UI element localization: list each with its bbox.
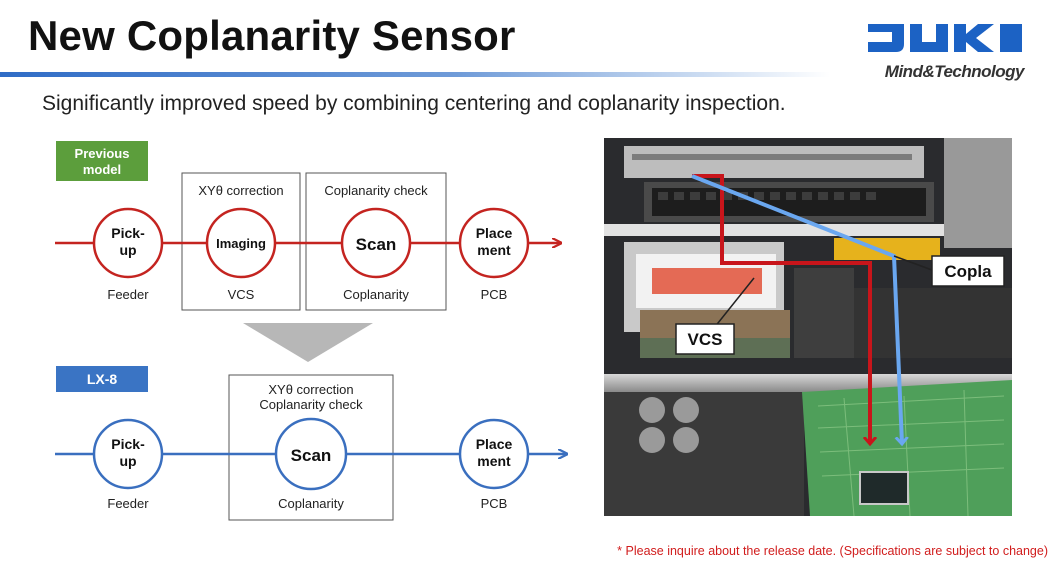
previous-step-scan-label: Coplanarity bbox=[343, 287, 409, 302]
lx8-badge-text: LX-8 bbox=[87, 371, 118, 387]
copla-label-box bbox=[931, 255, 1005, 287]
juki-logo-icon bbox=[868, 24, 1022, 52]
brand-logo: Mind&Technology bbox=[866, 24, 1025, 81]
lx8-combined-box bbox=[228, 374, 394, 521]
lx8-step-scan-label: Coplanarity bbox=[278, 496, 344, 511]
previous-xy-box bbox=[181, 172, 301, 311]
brand-tagline: Mind&Technology bbox=[884, 62, 1025, 81]
previous-copla-box bbox=[305, 172, 447, 311]
previous-step-pickup-label: Feeder bbox=[107, 287, 149, 302]
vcs-path-arrow bbox=[692, 174, 870, 444]
lx8-step-pickup-label: Feeder bbox=[107, 496, 149, 511]
previous-step-placement-label: PCB bbox=[481, 287, 508, 302]
copla-label: Copla bbox=[944, 262, 992, 281]
lx8-badge bbox=[56, 366, 148, 392]
title-underline bbox=[0, 72, 830, 77]
previous-step-pickup-line1: Pick- bbox=[111, 225, 145, 241]
previous-step-placement-line1: Place bbox=[476, 225, 513, 241]
previous-step-pickup: Pick- up bbox=[92, 207, 164, 279]
previous-step-placement: Place ment bbox=[458, 207, 530, 279]
lx8-step-scan: Scan bbox=[274, 417, 348, 491]
slide-subtitle: Significantly improved speed by combinin… bbox=[42, 92, 786, 115]
machine-photo: Copla VCS bbox=[604, 138, 1012, 516]
previous-badge-line1: Previous bbox=[75, 146, 130, 161]
lx8-step-placement-line2: ment bbox=[477, 453, 511, 469]
lx8-step-placement-label: PCB bbox=[481, 496, 508, 511]
process-flow-diagram: Previous model XYθ correction Coplanarit… bbox=[55, 141, 600, 521]
previous-step-placement-line2: ment bbox=[477, 242, 511, 258]
lx8-step-scan-text: Scan bbox=[291, 446, 332, 465]
previous-step-pickup-line2: up bbox=[119, 242, 136, 258]
previous-step-scan-text: Scan bbox=[356, 235, 397, 254]
lx8-step-pickup-line2: up bbox=[119, 453, 136, 469]
previous-step-imaging-text: Imaging bbox=[216, 236, 266, 251]
previous-step-imaging: Imaging bbox=[205, 207, 277, 279]
previous-box1-title: XYθ correction bbox=[198, 183, 283, 198]
lx8-step-placement: Place ment bbox=[458, 418, 530, 490]
previous-model-badge bbox=[56, 141, 148, 181]
lx8-box-title-line1: XYθ correction bbox=[268, 382, 353, 397]
vcs-label-box bbox=[675, 323, 735, 355]
previous-step-scan: Scan bbox=[340, 207, 412, 279]
lx8-step-pickup-line1: Pick- bbox=[111, 436, 145, 452]
lx8-step-pickup: Pick- up bbox=[92, 418, 164, 490]
previous-badge-line2: model bbox=[83, 162, 121, 177]
previous-step-imaging-label: VCS bbox=[228, 287, 255, 302]
slide-title: New Coplanarity Sensor bbox=[28, 12, 516, 59]
lx8-step-placement-line1: Place bbox=[476, 436, 513, 452]
previous-box2-title: Coplanarity check bbox=[324, 183, 428, 198]
transition-arrow-icon bbox=[243, 323, 373, 362]
lx8-box-title-line2: Coplanarity check bbox=[259, 397, 363, 412]
vcs-label: VCS bbox=[688, 330, 723, 349]
release-footnote: * Please inquire about the release date.… bbox=[617, 544, 1048, 558]
